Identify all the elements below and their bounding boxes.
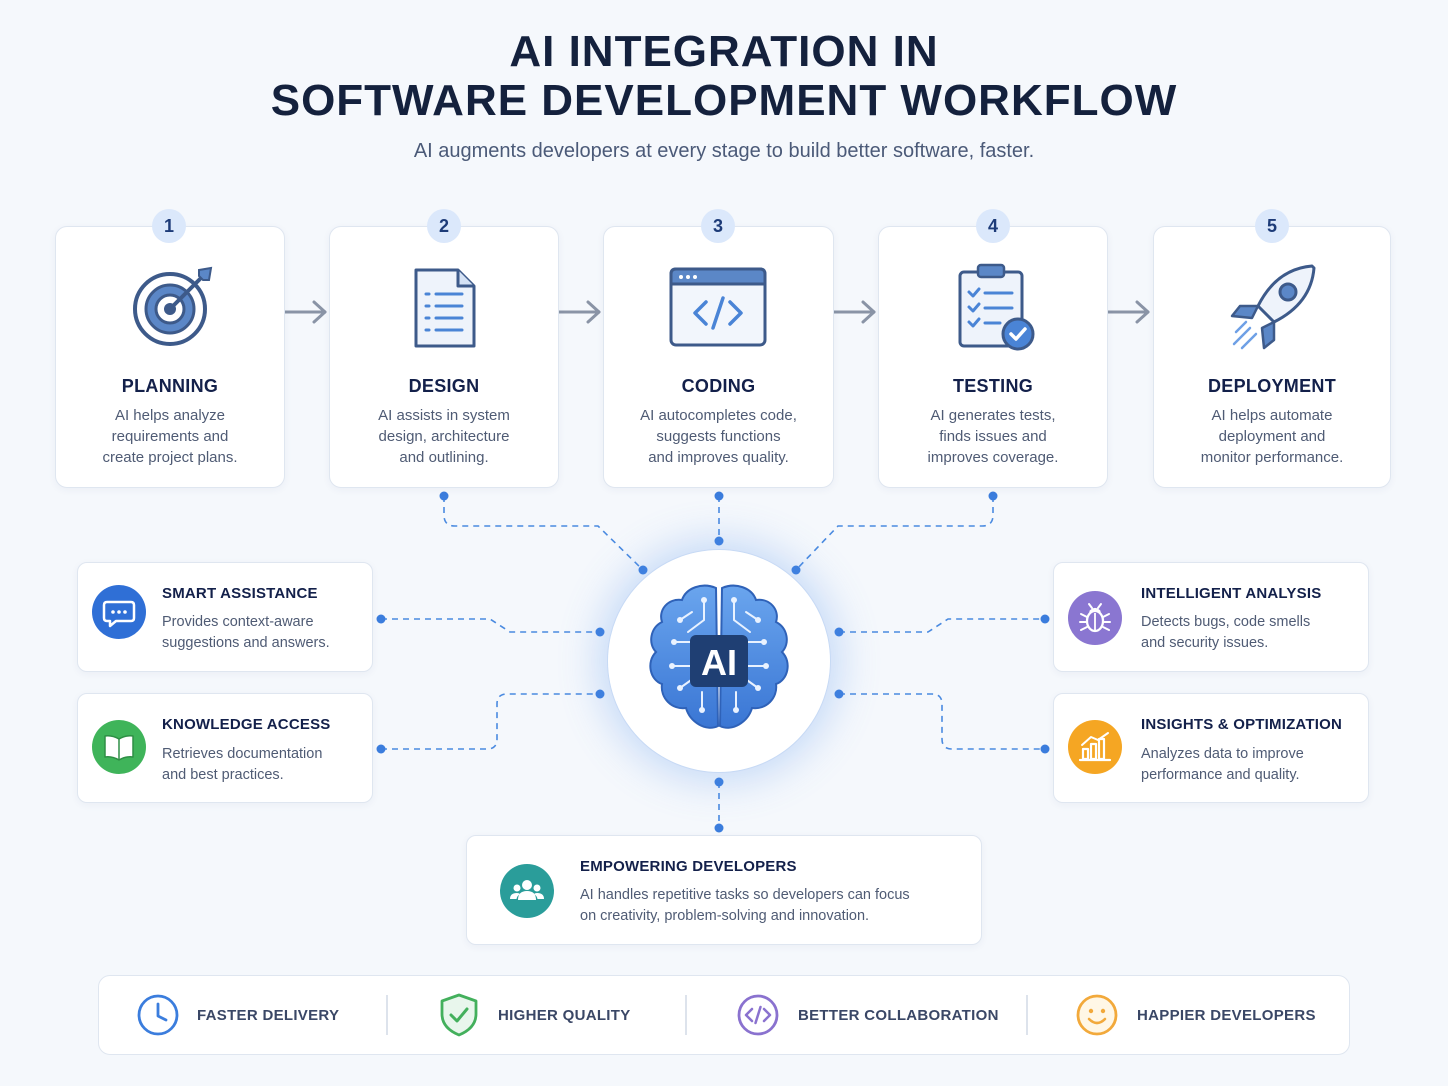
page-subtitle: AI augments developers at every stage to…	[413, 140, 1035, 162]
smiley-icon	[1075, 993, 1119, 1037]
step-title-coding: CODING	[681, 376, 756, 396]
bug-icon	[1068, 591, 1122, 645]
step-number-1: 1	[152, 209, 186, 243]
benefit-divider	[685, 995, 687, 1035]
benefit-divider	[1026, 995, 1028, 1035]
page-title-line-2: SOFTWARE DEVELOPMENT WORKFLOW	[270, 76, 1178, 125]
feature-title-intelligent-analysis: INTELLIGENT ANALYSIS	[1141, 585, 1322, 602]
step-title-testing: TESTING	[952, 376, 1034, 396]
step-number-5: 5	[1255, 209, 1289, 243]
clipboard-check-icon	[956, 262, 1038, 352]
users-icon	[500, 864, 554, 918]
book-icon	[92, 720, 146, 774]
shield-check-icon	[438, 992, 480, 1038]
bar-chart-icon	[1068, 720, 1122, 774]
rocket-icon	[1228, 262, 1320, 354]
code-circle-icon	[736, 993, 780, 1037]
benefit-better-collaboration: BETTER COLLABORATION	[798, 1007, 999, 1024]
feature-title-smart-assistance: SMART ASSISTANCE	[162, 585, 318, 602]
clock-icon	[136, 993, 180, 1037]
step-number-4: 4	[976, 209, 1010, 243]
arrow-2-3	[557, 300, 601, 324]
brain-icon	[644, 580, 794, 742]
feature-title-knowledge-access: KNOWLEDGE ACCESS	[162, 716, 331, 733]
step-card-planning	[55, 226, 285, 488]
step-title-deployment: DEPLOYMENT	[1207, 376, 1336, 396]
step-title-planning: PLANNING	[121, 376, 219, 396]
feature-title-insights-optimization: INSIGHTS & OPTIMIZATION	[1141, 716, 1342, 733]
document-icon	[412, 266, 478, 350]
step-card-deployment	[1153, 226, 1391, 488]
benefit-higher-quality: HIGHER QUALITY	[498, 1007, 631, 1024]
page-title-line-1: AI INTEGRATION IN	[509, 27, 939, 76]
chat-icon	[92, 585, 146, 639]
benefit-faster-delivery: FASTER DELIVERY	[197, 1007, 340, 1024]
feature-desc-empowering-developers: AI handles repetitive tasks so developer…	[580, 887, 910, 924]
arrow-3-4	[832, 300, 876, 324]
step-desc-coding: AI autocompletes code,suggests functions…	[640, 407, 797, 466]
ai-label: AI	[701, 642, 737, 683]
arrow-1-2	[283, 300, 327, 324]
benefit-divider	[386, 995, 388, 1035]
step-title-design: DESIGN	[408, 376, 480, 396]
target-icon	[125, 262, 217, 354]
step-number-3: 3	[701, 209, 735, 243]
benefits-bar	[98, 975, 1350, 1055]
code-window-icon	[668, 266, 768, 348]
step-number-2: 2	[427, 209, 461, 243]
benefit-happier-developers: HAPPIER DEVELOPERS	[1137, 1007, 1316, 1024]
feature-title-empowering-developers: EMPOWERING DEVELOPERS	[580, 858, 797, 875]
arrow-4-5	[1106, 300, 1150, 324]
